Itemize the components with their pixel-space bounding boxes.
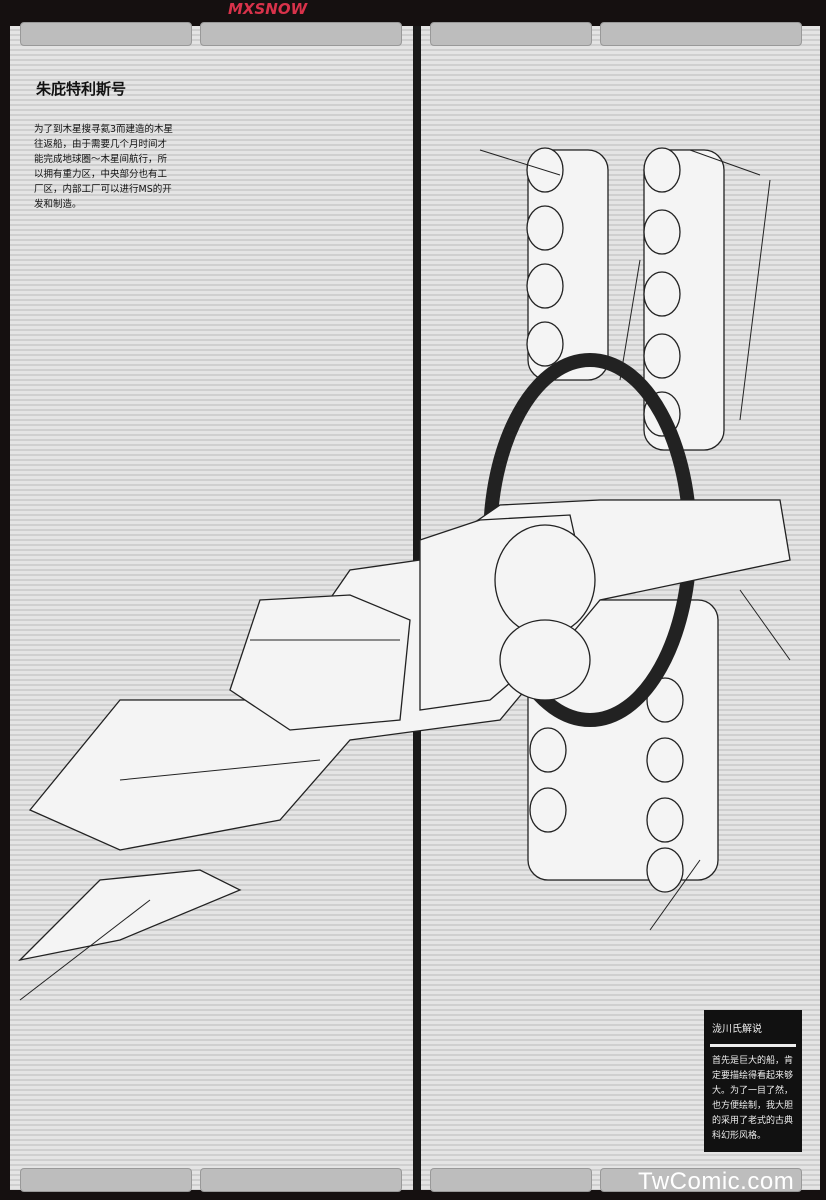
article-description: 为了到木星搜寻氦3而建造的木星往返船，由于需要几个月时间才能完成地球圈～木星间航… <box>34 124 174 210</box>
article-title: 朱庇特利斯号 <box>36 80 127 98</box>
frame-tab <box>200 22 402 46</box>
frame-tab <box>20 22 192 46</box>
frame-tab <box>600 1168 802 1192</box>
frame-tab <box>200 1168 402 1192</box>
watermark: TwComic.com <box>638 1168 795 1195</box>
engine-cylinder <box>499 619 591 701</box>
commentary-box: 泷川氏解说 首先是巨大的船，肯定要描绘得看起来够大。为了一目了然，也方便绘制，我… <box>704 1010 802 1152</box>
tank-column-left <box>526 147 609 381</box>
frame-tab <box>430 22 592 46</box>
engine-cylinder <box>494 524 596 636</box>
antenna-lines <box>19 149 791 1001</box>
site-logo: MXSNOW <box>228 0 308 18</box>
frame-tab <box>600 22 802 46</box>
frame-tab <box>430 1168 592 1192</box>
commentary-text: 首先是巨大的船，肯定要描绘得看起来够大。为了一目了然，也方便绘制，我大胆的采用了… <box>712 1056 794 1141</box>
hull-block <box>229 594 411 731</box>
commentary-title: 泷川氏解说 <box>712 1024 762 1035</box>
frame-tab <box>20 1168 192 1192</box>
divider <box>710 1044 796 1047</box>
